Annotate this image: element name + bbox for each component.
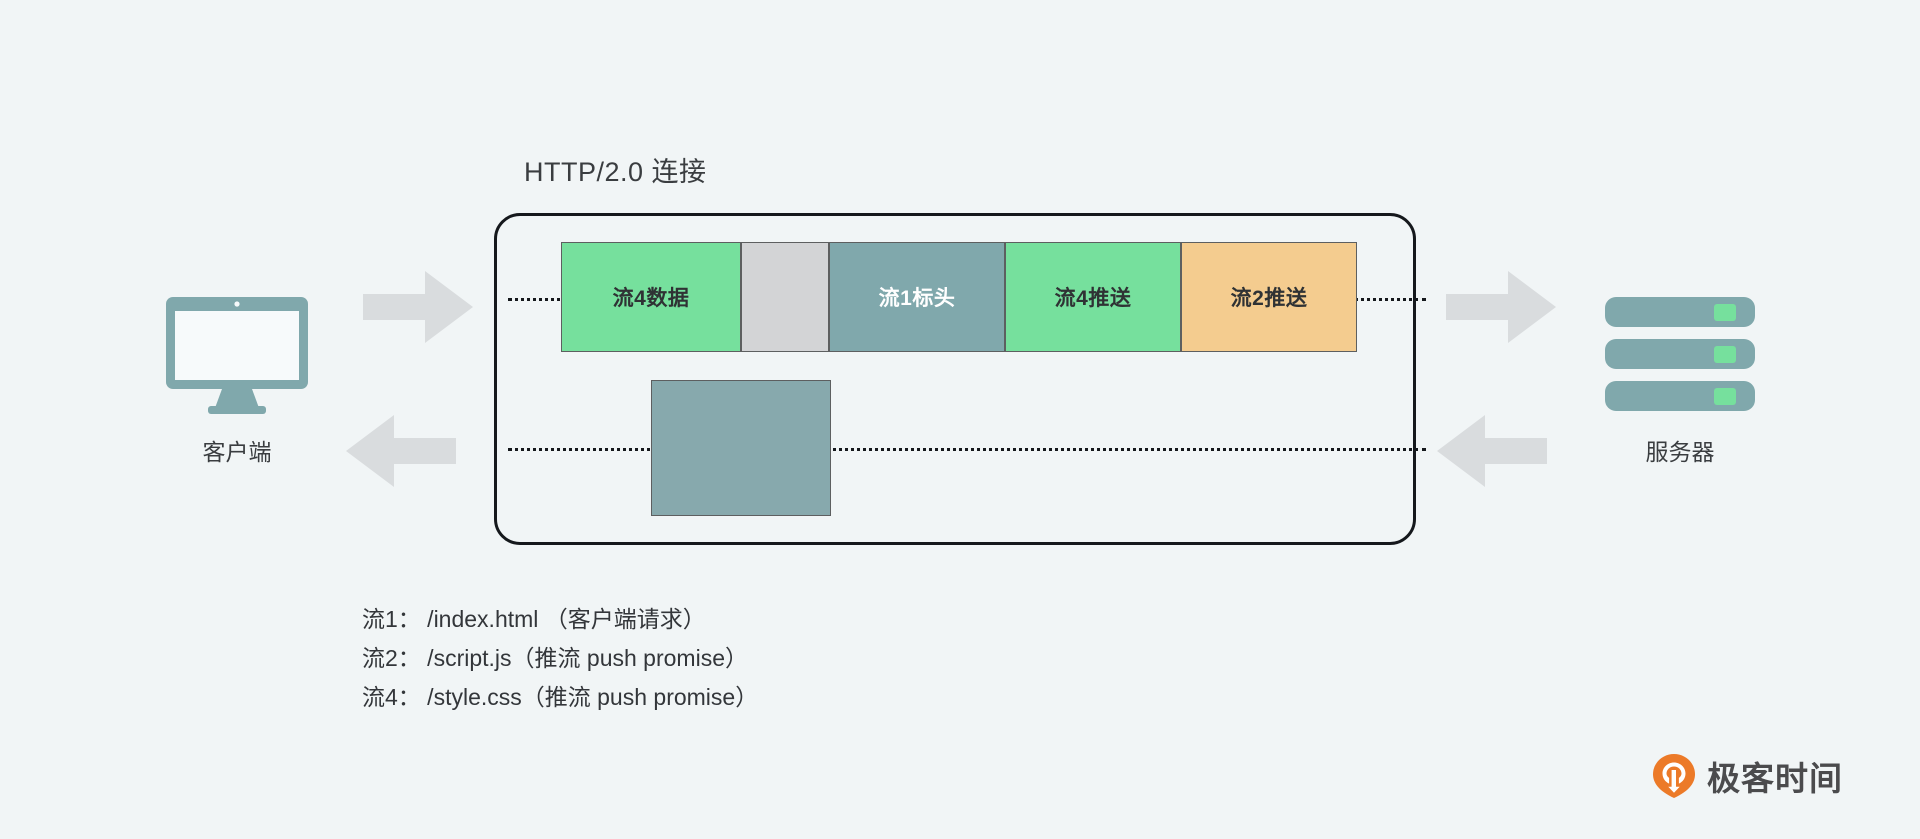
legend: 流1： /index.html （客户端请求） 流2： /script.js（推…: [362, 600, 758, 717]
page-title: HTTP/2.0 连接: [524, 157, 707, 187]
response-flow-line: [508, 448, 1426, 451]
arrow-left-icon-client-in: [346, 412, 456, 490]
legend-item-stream1: 流1： /index.html （客户端请求）: [362, 606, 706, 632]
arrow-right-icon-server-in: [1446, 268, 1556, 346]
response-frame-block[interactable]: [651, 380, 831, 516]
client-label: 客户端: [202, 439, 272, 465]
geektime-logo-icon: [1652, 753, 1696, 799]
monitor-icon: [164, 295, 310, 415]
frame-strip: 流4数据 流1标头 流4推送 流2推送: [561, 242, 1357, 352]
http2-connection-container: [494, 213, 1416, 545]
server-endpoint: 服务器: [1560, 295, 1800, 467]
arrow-right-icon-client-out: [363, 268, 473, 346]
frame-stream2-push[interactable]: 流2推送: [1181, 242, 1357, 352]
watermark-text: 极客时间: [1707, 760, 1843, 797]
watermark: 极客时间: [1652, 752, 1843, 800]
legend-item-stream2: 流2： /script.js（推流 push promise）: [362, 645, 748, 671]
frame-empty[interactable]: [741, 242, 829, 352]
server-label: 服务器: [1645, 439, 1715, 465]
arrow-left-icon-server-out: [1437, 412, 1547, 490]
legend-item-stream4: 流4： /style.css（推流 push promise）: [362, 684, 759, 710]
frame-stream4-push[interactable]: 流4推送: [1005, 242, 1181, 352]
frame-stream4-data[interactable]: 流4数据: [561, 242, 741, 352]
client-endpoint: 客户端: [117, 295, 357, 467]
frame-stream1-header[interactable]: 流1标头: [829, 242, 1005, 352]
server-rack-icon: [1604, 295, 1756, 415]
